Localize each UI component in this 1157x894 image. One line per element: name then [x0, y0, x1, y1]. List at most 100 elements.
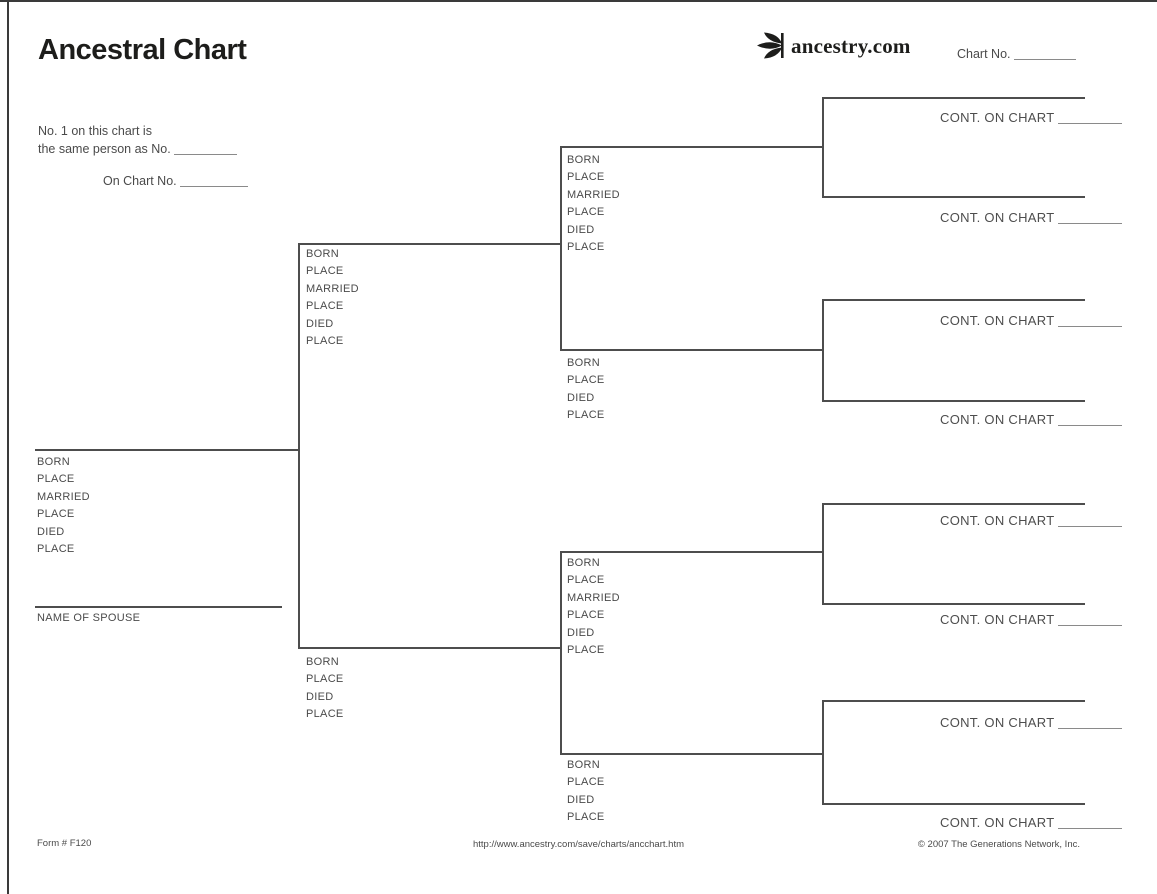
field-label: BORN — [306, 656, 339, 668]
father-fields: BORN PLACE MARRIED PLACE DIED PLACE — [306, 246, 359, 350]
field-label: PLACE — [37, 473, 75, 486]
field-label: MARRIED — [306, 282, 359, 295]
paternal-bracket-line — [560, 146, 562, 350]
paternal-grandmother-fields: BORN PLACE DIED PLACE — [567, 355, 605, 425]
field-label: PLACE — [567, 374, 605, 387]
cont-blank — [1058, 623, 1123, 626]
field-label: MARRIED — [567, 188, 620, 201]
gen4-name-line-3 — [822, 299, 1085, 301]
page-border-top — [0, 0, 1157, 2]
field-label: PLACE — [567, 776, 605, 789]
field-label: MARRIED — [37, 490, 90, 503]
cont-on-chart-entry-6: CONT. ON CHART — [940, 612, 1123, 627]
gen2-bracket-line — [298, 243, 300, 648]
copyright-notice: © 2007 The Generations Network, Inc. — [917, 839, 1080, 850]
field-label: PLACE — [567, 609, 605, 622]
gen4-bracket-line-1 — [822, 97, 824, 197]
cont-label: CONT. ON CHART — [940, 210, 1055, 225]
gen4-name-line-4 — [822, 400, 1085, 402]
field-label: PLACE — [567, 171, 605, 184]
field-label: BORN — [37, 456, 70, 468]
gen4-name-line-7 — [822, 700, 1085, 702]
spouse-name-line — [35, 606, 282, 608]
field-label: BORN — [567, 154, 600, 166]
paternal-grandmother-name-line — [560, 349, 823, 351]
cont-on-chart-entry-3: CONT. ON CHART — [940, 313, 1123, 328]
cont-blank — [1058, 324, 1123, 327]
field-label: PLACE — [567, 241, 605, 254]
gen4-name-line-1 — [822, 97, 1085, 99]
field-label: PLACE — [567, 574, 605, 587]
field-label: PLACE — [567, 811, 605, 824]
field-label: PLACE — [306, 300, 344, 313]
field-label: PLACE — [567, 409, 605, 422]
field-label: DIED — [306, 317, 334, 330]
field-label: PLACE — [306, 265, 344, 278]
cont-blank — [1058, 524, 1123, 527]
cont-blank — [1058, 826, 1123, 829]
maternal-grandfather-name-line — [560, 551, 823, 553]
cont-on-chart-entry-2: CONT. ON CHART — [940, 210, 1123, 225]
field-label: BORN — [567, 357, 600, 369]
form-number: Form # F120 — [37, 838, 92, 849]
page-border-left — [7, 0, 9, 894]
field-label: PLACE — [306, 708, 344, 721]
reference-note-line1: No. 1 on this chart is — [38, 124, 152, 138]
paternal-grandfather-name-line — [560, 146, 823, 148]
cont-label: CONT. ON CHART — [940, 612, 1055, 627]
gen4-name-line-5 — [822, 503, 1085, 505]
cont-on-chart-entry-7: CONT. ON CHART — [940, 715, 1123, 730]
cont-label: CONT. ON CHART — [940, 412, 1055, 427]
field-label: PLACE — [567, 644, 605, 657]
cont-blank — [1058, 121, 1123, 124]
cont-on-chart-entry-8: CONT. ON CHART — [940, 815, 1123, 830]
field-label: DIED — [567, 223, 595, 236]
on-chart-field: On Chart No. — [103, 174, 249, 188]
paternal-grandfather-fields: BORN PLACE MARRIED PLACE DIED PLACE — [567, 152, 620, 256]
gen4-bracket-line-4 — [822, 700, 824, 804]
field-label: PLACE — [37, 508, 75, 521]
on-chart-label: On Chart No. — [103, 174, 177, 188]
gen4-bracket-line-3 — [822, 503, 824, 604]
cont-blank — [1058, 221, 1123, 224]
field-label: PLACE — [306, 335, 344, 348]
same-person-blank — [174, 152, 238, 155]
field-label: DIED — [567, 626, 595, 639]
field-label: PLACE — [37, 543, 75, 556]
field-label: PLACE — [306, 673, 344, 686]
gen4-name-line-8 — [822, 803, 1085, 805]
field-label: DIED — [567, 391, 595, 404]
field-label: PLACE — [567, 206, 605, 219]
cont-label: CONT. ON CHART — [940, 815, 1055, 830]
page-title: Ancestral Chart — [38, 34, 247, 66]
chart-no-label: Chart No. — [957, 47, 1011, 61]
mother-name-line — [298, 647, 562, 649]
cont-blank — [1058, 726, 1123, 729]
cont-on-chart-entry-4: CONT. ON CHART — [940, 412, 1123, 427]
cont-label: CONT. ON CHART — [940, 715, 1055, 730]
on-chart-blank — [180, 184, 249, 187]
maternal-grandmother-name-line — [560, 753, 823, 755]
cont-label: CONT. ON CHART — [940, 110, 1055, 125]
reference-note-line2: the same person as No. — [38, 142, 238, 156]
field-label: BORN — [306, 248, 339, 260]
maternal-bracket-line — [560, 551, 562, 754]
field-label: DIED — [306, 690, 334, 703]
spouse-label: NAME OF SPOUSE — [37, 612, 141, 624]
cont-label: CONT. ON CHART — [940, 313, 1055, 328]
field-label: MARRIED — [567, 591, 620, 604]
gen4-name-line-6 — [822, 603, 1085, 605]
cont-on-chart-entry-1: CONT. ON CHART — [940, 110, 1123, 125]
cont-label: CONT. ON CHART — [940, 513, 1055, 528]
chart-no-field: Chart No. — [957, 47, 1076, 61]
ancestry-leaf-icon — [753, 30, 789, 62]
field-label: BORN — [567, 759, 600, 771]
cont-on-chart-entry-5: CONT. ON CHART — [940, 513, 1123, 528]
footer-url: http://www.ancestry.com/save/charts/ancc… — [472, 839, 684, 850]
ancestry-logo: ancestry.com — [753, 30, 911, 62]
person-1-name-line — [35, 449, 299, 451]
gen4-name-line-2 — [822, 196, 1085, 198]
